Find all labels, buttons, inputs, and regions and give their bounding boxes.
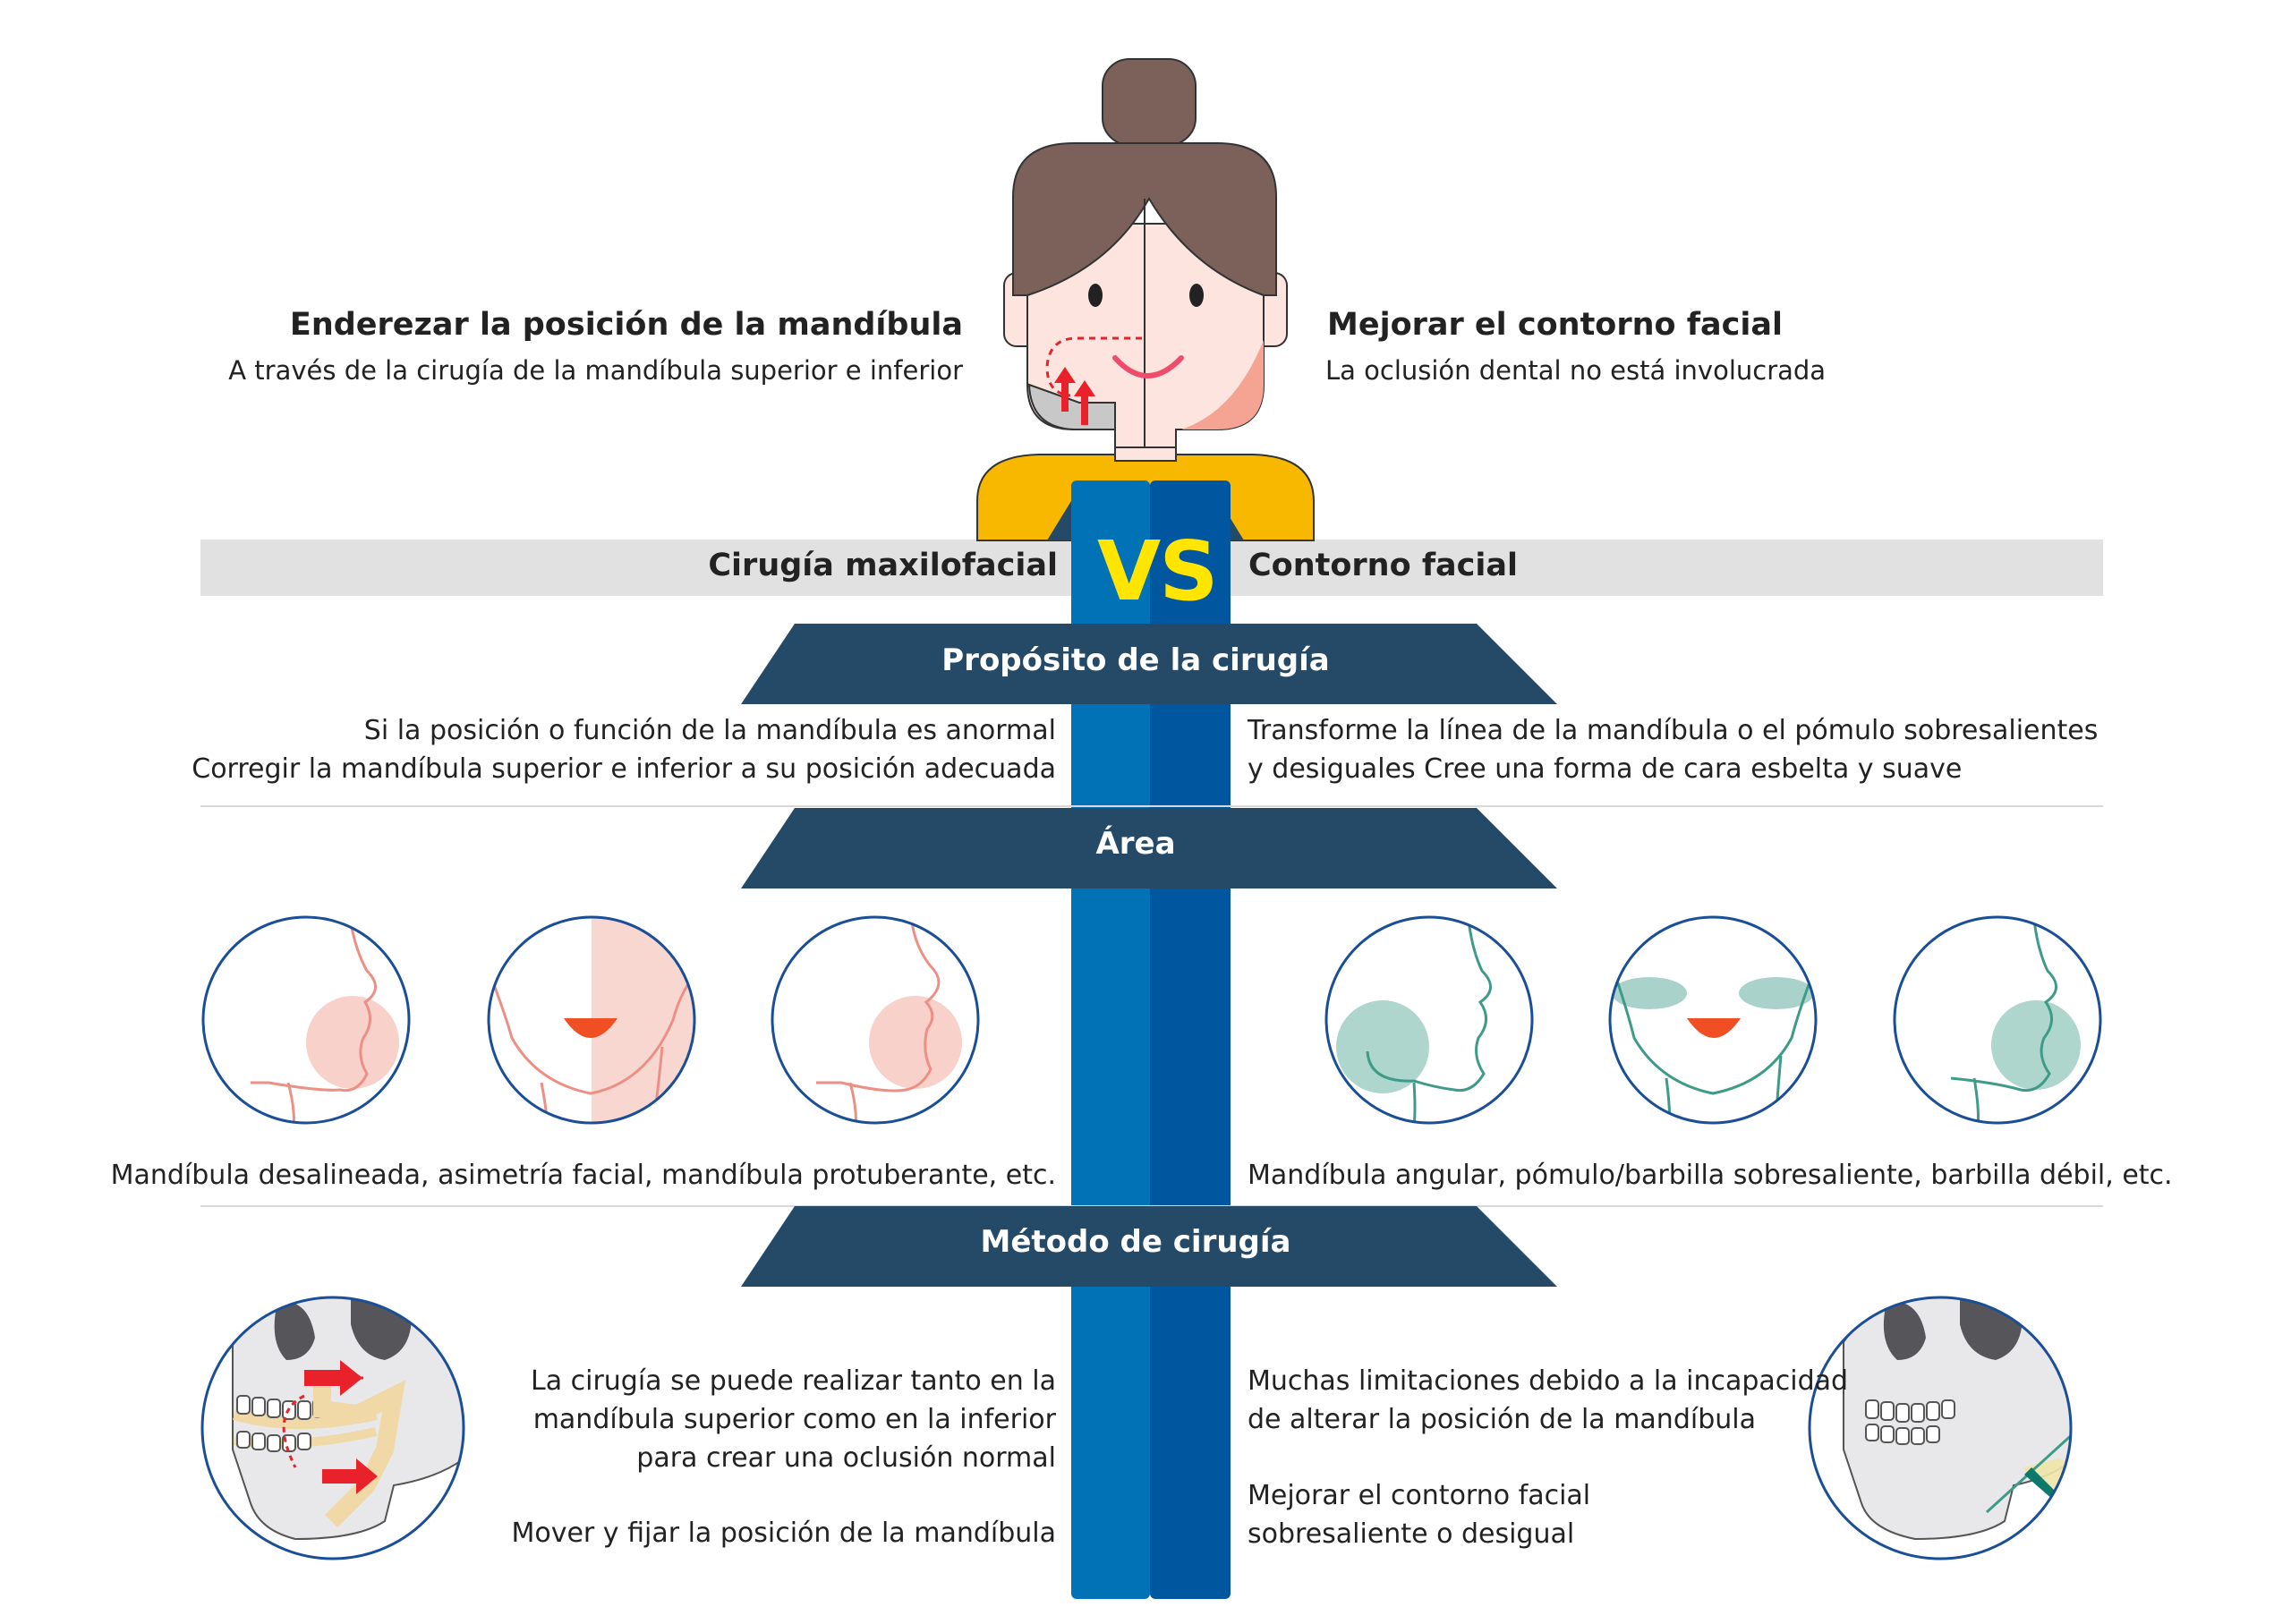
method-left-line-3: para crear una oclusión normal — [636, 1442, 1056, 1474]
right-eye — [1189, 284, 1204, 307]
purpose-left-line-1: Si la posición o función de la mandíbula… — [363, 715, 1056, 746]
center-bar-right — [1150, 480, 1231, 1599]
area-circle-angular-jaw — [1326, 917, 1532, 1123]
header-right-subtitle: La oclusión dental no está involucrada — [1325, 355, 1827, 386]
header-left-title: Enderezar la posición de la mandíbula — [289, 307, 963, 343]
trapezoid-purpose — [741, 624, 1557, 704]
skull-orthognathic — [202, 1297, 464, 1559]
hair — [1012, 142, 1277, 296]
smile — [1112, 355, 1184, 378]
section-title-purpose: Propósito de la cirugía — [941, 642, 1330, 678]
trapezoid-area — [741, 808, 1557, 889]
method-right-extra-1: Mejorar el contorno facial — [1248, 1480, 1591, 1511]
method-left-line-1: La cirugía se puede realizar tanto en la — [530, 1365, 1056, 1397]
method-right-line-1: Muchas limitaciones debido a la incapaci… — [1248, 1365, 1849, 1397]
label-facial-contour: Contorno facial — [1248, 548, 1519, 583]
section-title-method: Método de cirugía — [980, 1224, 1291, 1260]
area-circle-asymmetry — [489, 917, 694, 1123]
area-circle-misaligned-jaw — [203, 917, 409, 1123]
header-left-subtitle: A través de la cirugía de la mandíbula s… — [228, 355, 963, 386]
method-left-extra: Mover y fijar la posición de la mandíbul… — [511, 1518, 1056, 1549]
method-right-extra-2: sobresaliente o desigual — [1248, 1518, 1575, 1550]
left-eye — [1088, 284, 1103, 307]
purpose-right-line-2: y desiguales Cree una forma de cara esbe… — [1248, 753, 1963, 785]
area-circle-protruding-jaw — [772, 917, 978, 1123]
vs-label: VS — [1097, 523, 1218, 619]
method-right-line-2: de alterar la posición de la mandíbula — [1248, 1404, 1756, 1435]
section-title-area: Área — [1095, 826, 1176, 862]
trapezoid-method — [741, 1206, 1557, 1287]
skull-contour — [1810, 1297, 2071, 1559]
area-circle-chin — [1895, 917, 2100, 1123]
area-left-caption: Mandíbula desalineada, asimetría facial,… — [110, 1160, 1056, 1191]
center-bar-left — [1071, 480, 1150, 1599]
method-left-line-2: mandíbula superior como en la inferior — [532, 1404, 1056, 1435]
purpose-right-line-1: Transforme la línea de la mandíbula o el… — [1248, 715, 2099, 746]
area-right-caption: Mandíbula angular, pómulo/barbilla sobre… — [1248, 1160, 2173, 1191]
header-right-title: Mejorar el contorno facial — [1327, 307, 1783, 343]
purpose-left-line-2: Corregir la mandíbula superior e inferio… — [192, 753, 1056, 785]
label-maxillofacial: Cirugía maxilofacial — [708, 548, 1058, 583]
